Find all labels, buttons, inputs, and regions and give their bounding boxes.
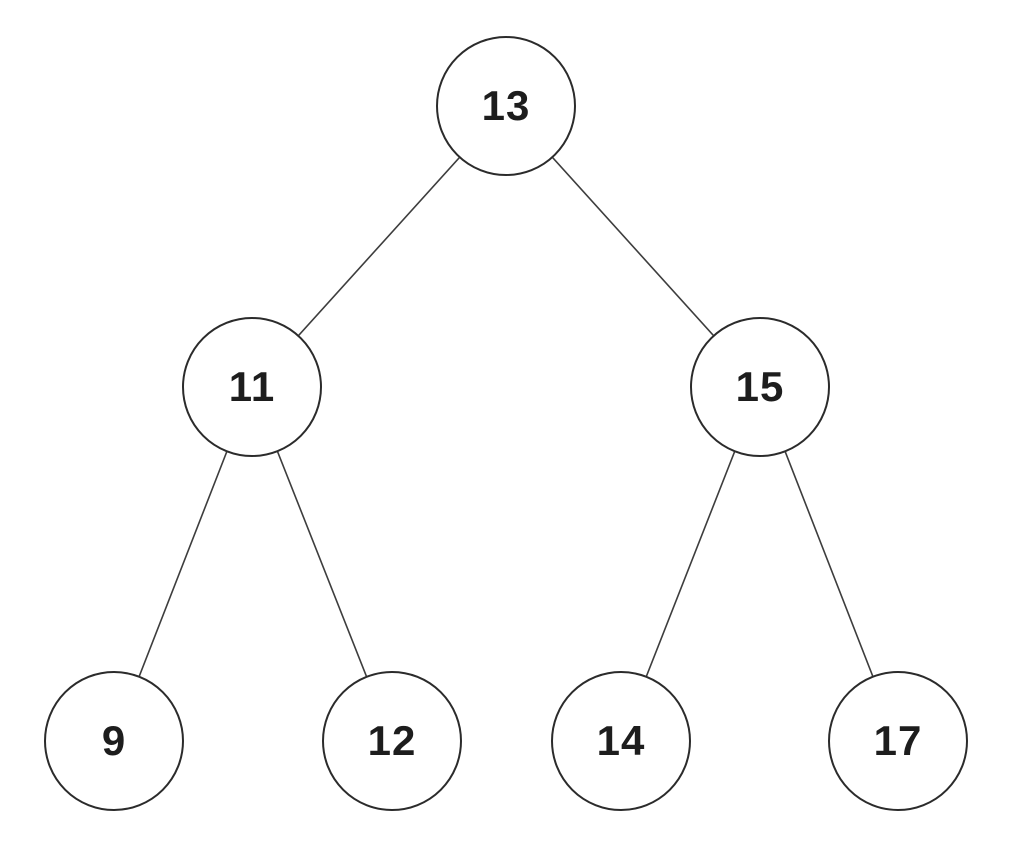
- tree-node-label: 12: [367, 717, 417, 764]
- tree-node-label: 14: [596, 717, 646, 764]
- tree-node: 15: [690, 317, 830, 457]
- tree-node: 11: [182, 317, 322, 457]
- tree-node: 17: [828, 671, 968, 811]
- tree-node-label: 11: [228, 363, 276, 410]
- tree-node: 13: [436, 36, 576, 176]
- tree-node-label: 13: [481, 82, 531, 129]
- tree-node-label: 9: [101, 717, 127, 764]
- tree-node: 14: [551, 671, 691, 811]
- tree-node-label: 17: [873, 717, 923, 764]
- tree-node: 9: [44, 671, 184, 811]
- tree-node-label: 15: [735, 363, 785, 410]
- tree-node: 12: [322, 671, 462, 811]
